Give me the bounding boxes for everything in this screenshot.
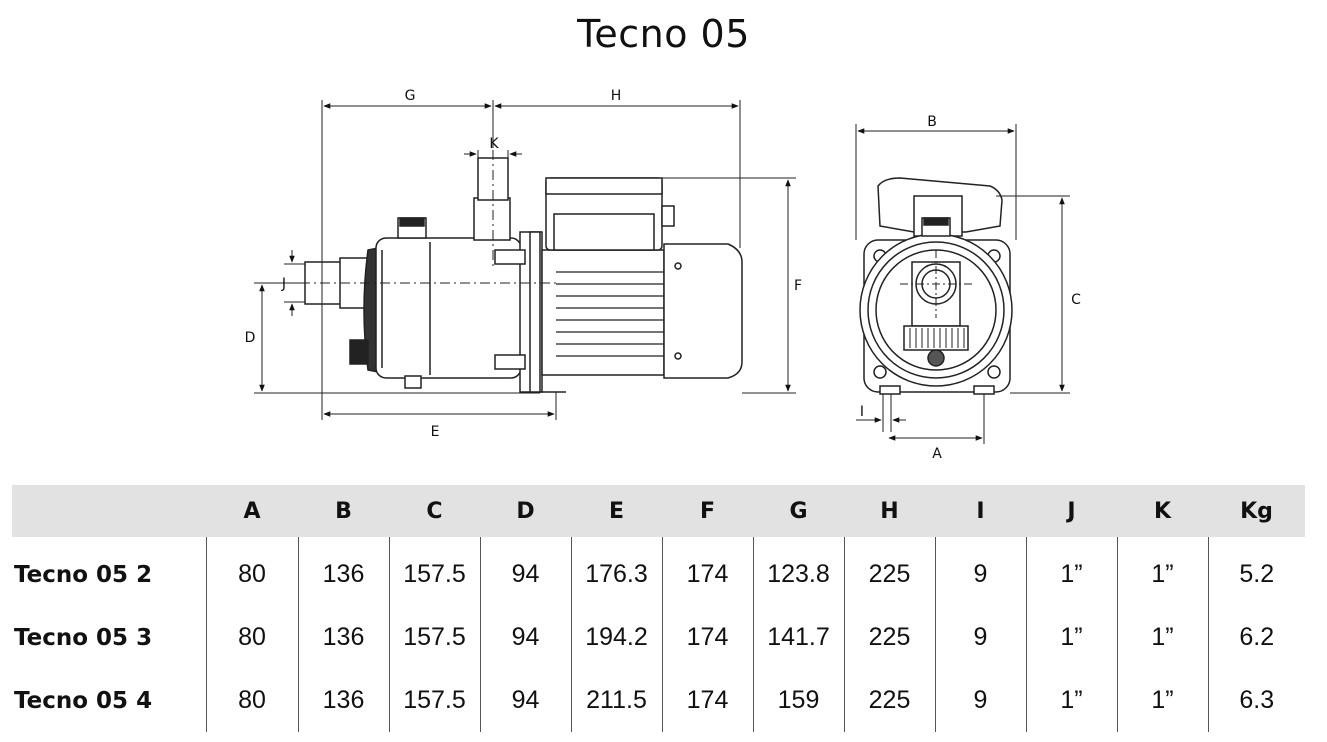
- table-cell: 174: [661, 669, 753, 732]
- table-cell: 1”: [1116, 537, 1208, 606]
- header-kg: Kg: [1208, 485, 1305, 537]
- table-cell: 9: [934, 606, 1026, 669]
- label-d: D: [245, 330, 256, 346]
- header-b: B: [298, 485, 389, 537]
- label-g: G: [405, 88, 416, 104]
- table-cell: 136: [297, 606, 389, 669]
- table-row: Tecno 05 2 80 136 157.5 94 176.3 174 123…: [12, 537, 1305, 606]
- table-cell: 136: [297, 537, 389, 606]
- table-cell: 141.7: [752, 606, 844, 669]
- header-model: [12, 485, 206, 537]
- page-title: Tecno 05: [577, 12, 750, 56]
- table-cell: 194.2: [570, 606, 662, 669]
- header-d: D: [480, 485, 571, 537]
- table-cell: 157.5: [388, 606, 480, 669]
- table-cell: 1”: [1116, 669, 1208, 732]
- table-cell: 1”: [1025, 537, 1117, 606]
- table-cell: 157.5: [388, 537, 480, 606]
- table-cell: 1”: [1116, 606, 1208, 669]
- table-cell: 94: [479, 669, 571, 732]
- table-cell: 94: [479, 606, 571, 669]
- table-cell: 176.3: [570, 537, 662, 606]
- table-cell: 174: [661, 606, 753, 669]
- label-i: I: [860, 404, 864, 420]
- model-cell: Tecno 05 2: [14, 561, 153, 588]
- table-row: Tecno 05 3 80 136 157.5 94 194.2 174 141…: [12, 606, 1305, 669]
- table-cell: 1”: [1025, 669, 1117, 732]
- label-a: A: [932, 446, 942, 462]
- pump-dimension-drawing: G H K J D E F: [245, 88, 1082, 462]
- table-row: Tecno 05 4 80 136 157.5 94 211.5 174 159…: [12, 669, 1305, 732]
- table-cell: 136: [297, 669, 389, 732]
- label-c: C: [1071, 292, 1081, 308]
- model-cell: Tecno 05 4: [14, 687, 153, 714]
- table-cell: 80: [205, 669, 298, 732]
- table-cell: 157.5: [388, 669, 480, 732]
- table-cell: 9: [934, 537, 1026, 606]
- table-cell: 6.3: [1207, 669, 1305, 732]
- table-cell: 1”: [1025, 606, 1117, 669]
- dimensions-table: A B C D E F G H I J K Kg Tecno 05 2 80 1…: [12, 485, 1305, 732]
- table-cell: 211.5: [570, 669, 662, 732]
- label-b: B: [927, 114, 937, 130]
- header-h: H: [844, 485, 935, 537]
- table-cell: 5.2: [1207, 537, 1305, 606]
- table-cell: 174: [661, 537, 753, 606]
- table-cell: 225: [843, 537, 935, 606]
- table-header-row: A B C D E F G H I J K Kg: [12, 485, 1305, 537]
- header-g: G: [753, 485, 844, 537]
- pump-front-view: [859, 177, 1013, 395]
- header-f: F: [662, 485, 753, 537]
- table-cell: 9: [934, 669, 1026, 732]
- table-cell: 159: [752, 669, 844, 732]
- label-k: K: [489, 136, 499, 152]
- header-j: J: [1026, 485, 1117, 537]
- label-e: E: [431, 424, 440, 440]
- table-cell: 225: [843, 669, 935, 732]
- header-a: A: [206, 485, 298, 537]
- table-cell: 94: [479, 537, 571, 606]
- table-cell: 123.8: [752, 537, 844, 606]
- header-i: I: [935, 485, 1026, 537]
- label-f: F: [794, 278, 802, 294]
- table-cell: 6.2: [1207, 606, 1305, 669]
- pump-side-view: [300, 150, 743, 393]
- header-k: K: [1117, 485, 1208, 537]
- label-h: H: [611, 88, 622, 104]
- table-cell: 80: [205, 606, 298, 669]
- table-cell: 225: [843, 606, 935, 669]
- table-cell: 80: [205, 537, 298, 606]
- header-e: E: [571, 485, 662, 537]
- header-c: C: [389, 485, 480, 537]
- label-j: J: [281, 276, 286, 292]
- model-cell: Tecno 05 3: [14, 624, 153, 651]
